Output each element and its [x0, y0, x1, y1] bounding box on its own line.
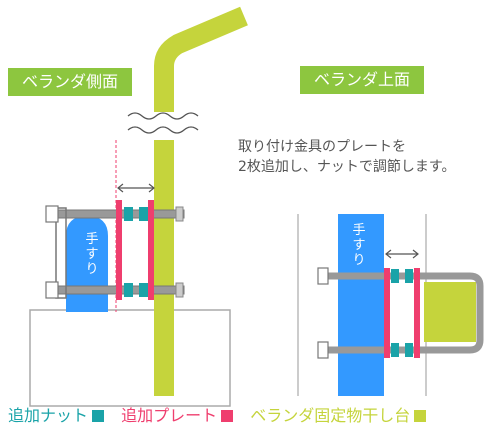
added-nut-top-4	[405, 343, 413, 357]
added-plate-side-1	[116, 200, 122, 300]
added-nut-side-1	[124, 207, 133, 221]
added-nut-top-1	[391, 269, 399, 283]
legend-swatch-stand	[414, 410, 427, 422]
handrail-label-top: 手すり	[352, 223, 366, 268]
legend-item-plate: 追加プレート	[121, 406, 234, 425]
top-view-tag: ベランダ上面	[300, 66, 424, 94]
arrow-head-left-top	[385, 249, 392, 259]
balcony-wall	[29, 309, 231, 407]
drying-stand-pole-section	[424, 282, 476, 342]
drying-stand-pole	[154, 140, 174, 396]
legend-label-plate: 追加プレート	[121, 406, 218, 425]
arrow-head-left	[117, 183, 124, 193]
legend-item-nut: 追加ナット	[8, 406, 105, 425]
added-nut-top-2	[405, 269, 413, 283]
break-mark-2	[127, 126, 199, 134]
break-mark-1	[127, 112, 199, 120]
legend-label-nut: 追加ナット	[8, 406, 89, 425]
added-nut-side-3	[124, 283, 133, 297]
arrow-head-right	[148, 183, 155, 193]
handrail-label-side: 手すり	[85, 232, 99, 277]
bolt-end-nut-side-1	[175, 206, 184, 222]
legend-item-stand: ベランダ固定物干し台	[250, 406, 427, 425]
added-nut-side-4	[139, 283, 148, 297]
legend: 追加ナット 追加プレート ベランダ固定物干し台	[8, 402, 438, 426]
added-nut-side-2	[139, 207, 148, 221]
added-nut-top-3	[391, 343, 399, 357]
handrail-top	[338, 214, 384, 396]
u-bolt-end-upper	[317, 267, 329, 285]
added-plate-top-2	[414, 268, 420, 358]
clamp-frame-side	[55, 207, 67, 299]
clamp-head-upper	[45, 205, 59, 223]
legend-label-stand: ベランダ固定物干し台	[250, 406, 411, 425]
added-plate-top-1	[384, 268, 390, 358]
side-view-tag: ベランダ側面	[8, 68, 132, 96]
drying-stand-pole-top	[154, 6, 248, 112]
legend-swatch-plate	[221, 410, 234, 422]
clamp-head-lower	[45, 281, 59, 299]
added-plate-side-2	[148, 200, 154, 300]
instruction-text-line2: 2枚追加し、ナットで調節します。	[238, 159, 456, 175]
bolt-end-nut-side-2	[175, 282, 184, 298]
arrow-head-right-top	[412, 249, 419, 259]
instruction-text-line1: 取り付け金具のプレートを	[238, 139, 406, 155]
legend-swatch-nut	[92, 410, 105, 422]
u-bolt-end-lower	[317, 341, 329, 359]
u-bolt-top	[322, 272, 484, 354]
